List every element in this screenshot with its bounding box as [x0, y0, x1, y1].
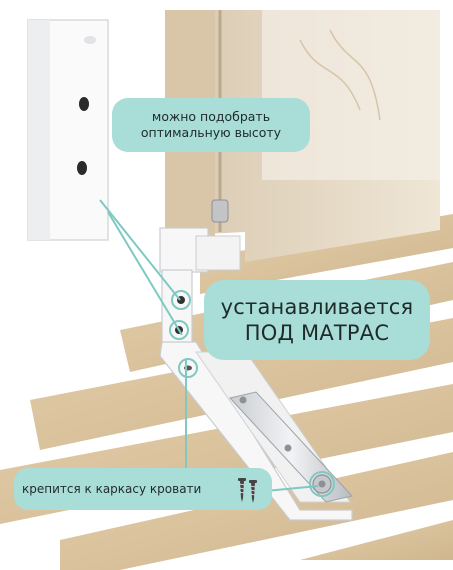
leader-lines: [99, 199, 335, 497]
frame-mount-callout: крепится к каркасу кровати: [14, 468, 272, 510]
under-mattress-line1: устанавливается: [220, 295, 414, 319]
height-callout-line2: оптимальную высоту: [140, 125, 282, 140]
frame-mount-text: крепится к каркасу кровати: [22, 482, 202, 496]
height-callout-line1: можно подобрать: [151, 109, 271, 124]
screws-icon: [234, 476, 262, 504]
height-adjust-callout: можно подобрать оптимальную высоту: [112, 98, 310, 152]
rail-bracket: [159, 227, 353, 521]
under-mattress-callout: устанавливается ПОД МАТРАС: [204, 280, 430, 360]
under-mattress-line2: ПОД МАТРАС: [244, 321, 390, 345]
adjustment-tube-closeup: [27, 19, 109, 241]
